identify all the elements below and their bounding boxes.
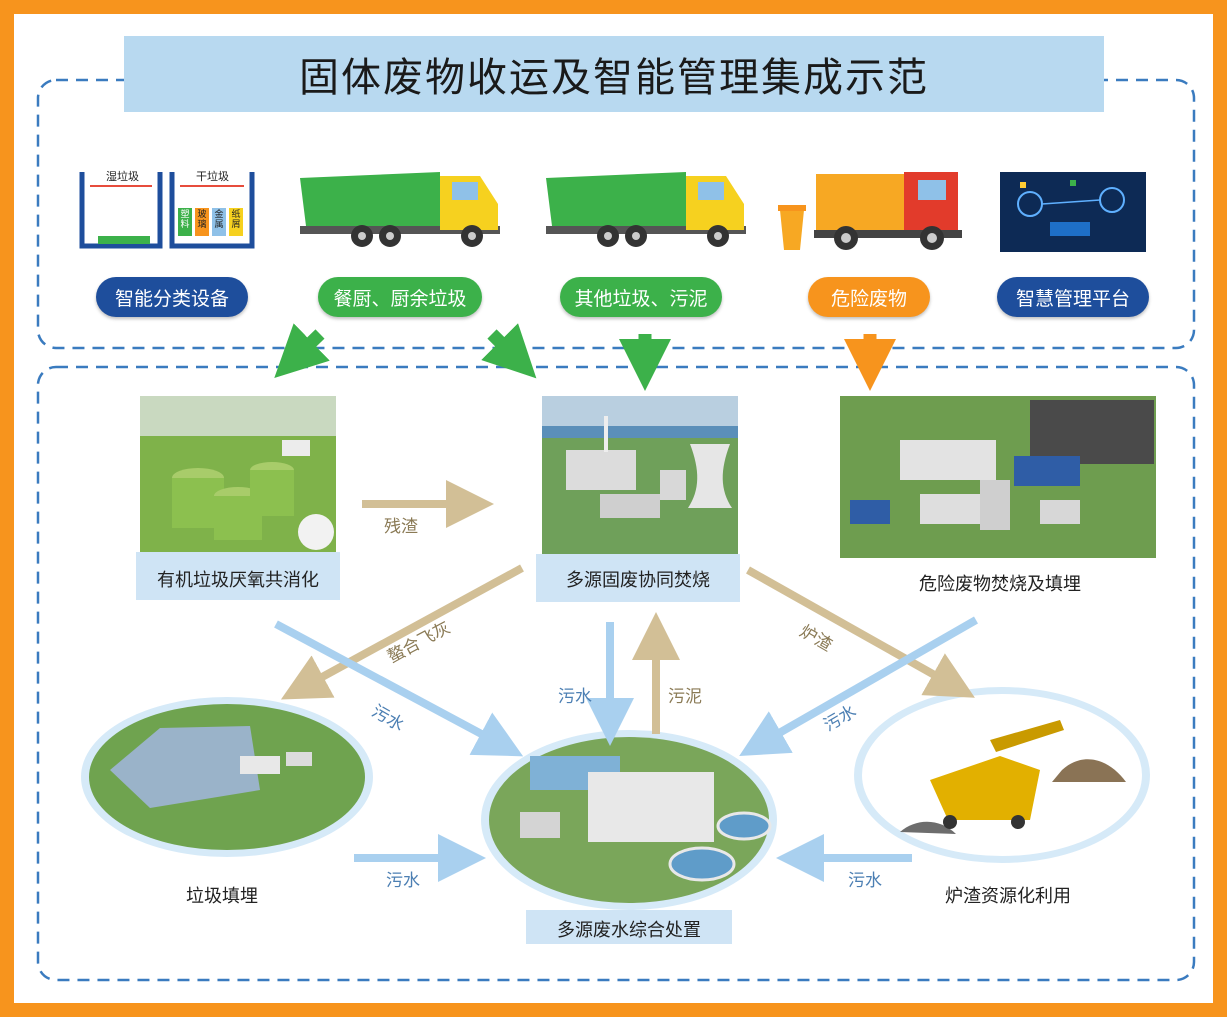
other-waste-pill: 其他垃圾、污泥 [560,277,722,317]
arrow-sewage-anaerobic [274,620,524,757]
smart-sorting-pill: 智能分类设备 [96,277,248,317]
slag-reuse-label: 炉渣资源化利用 [945,886,1071,907]
landfill-label: 垃圾填埋 [186,886,258,907]
hazardous-waste-facility-image [840,396,1156,558]
sewage-label-slag: 污水 [848,871,882,891]
arrow-slag [746,566,975,698]
other-waste-truck-icon [546,172,746,247]
dry-bin-label: 干垃圾 [196,170,229,183]
sewage-label-incineration: 污水 [558,687,592,707]
arrow-kitchen-to-incineration [481,323,537,379]
bottom-region-border [36,365,1196,982]
smart-platform-screen-icon [1000,172,1146,252]
anaerobic-digestion-image [140,396,336,552]
sewage-label-landfill: 污水 [386,871,420,891]
smart-platform-pill: 智慧管理平台 [997,277,1149,317]
incineration-label-card [536,554,740,602]
anaerobic-label: 有机垃圾厌氧共消化 [157,570,319,591]
incineration-label: 多源固废协同焚烧 [566,570,710,591]
wastewater-label-card [526,910,732,944]
hazardous-label: 危险废物焚烧及填埋 [919,574,1081,595]
kitchen-waste-pill: 餐厨、厨余垃圾 [318,277,482,317]
arrow-kitchen-to-anaerobic [274,323,330,379]
dry-category-glass: 玻璃 [197,210,207,230]
slag-reuse-image [854,687,1150,863]
page-title: 固体废物收运及智能管理集成示范 [299,55,929,101]
kitchen-waste-truck-icon [300,172,500,247]
dry-category-paper: 纸屑 [231,210,241,230]
landfill-image [81,697,373,857]
wastewater-plant-image [481,730,777,910]
anaerobic-label-card [136,552,340,600]
hazardous-waste-truck-icon [778,172,962,250]
residue-label: 残渣 [384,517,418,537]
hazardous-waste-pill: 危险废物 [808,277,930,317]
wet-bin-label: 湿垃圾 [106,170,139,183]
smart-bins-icon [79,172,255,249]
arrow-sewage-hazardous [739,616,978,756]
page-title-bar: 固体废物收运及智能管理集成示范 [124,36,1104,112]
incineration-plant-image [542,396,738,554]
dry-category-metal: 金属 [214,210,224,230]
sludge-label: 污泥 [668,687,702,707]
dry-category-plastic: 塑料 [180,210,190,230]
arrow-fly-ash [280,564,524,700]
wastewater-label: 多源废水综合处置 [557,920,701,941]
